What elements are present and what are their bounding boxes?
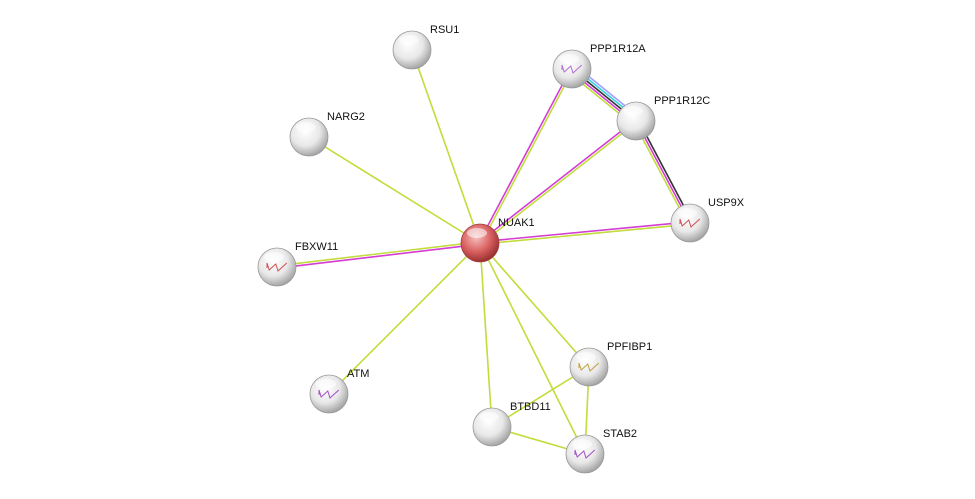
- edge-nuak1-rsu1[interactable]: [411, 49, 481, 244]
- edge-evidence-experiments: [478, 119, 636, 243]
- node-highlight: [572, 439, 592, 449]
- protein-structure-icon: [318, 389, 340, 399]
- node-btbd11[interactable]: BTBD11: [472, 401, 551, 447]
- node-rsu1[interactable]: RSU1: [392, 24, 459, 70]
- node-highlight: [559, 54, 579, 64]
- edge-nuak1-btbd11[interactable]: [479, 242, 493, 428]
- edge-nuak1-usp9x[interactable]: [479, 221, 691, 245]
- edge-evidence-textmining: [480, 121, 638, 245]
- node-highlight: [623, 106, 643, 116]
- node-label: ATM: [347, 368, 369, 380]
- edge-evidence-experiments: [478, 68, 572, 243]
- node-ppfibp1[interactable]: PPFIBP1: [569, 341, 652, 387]
- node-highlight: [296, 122, 316, 132]
- node-label: PPP1R12A: [590, 43, 646, 55]
- protein-structure-icon: [574, 449, 596, 459]
- edge-evidence-textmining: [479, 242, 586, 455]
- node-label: NARG2: [327, 111, 365, 123]
- node-label: FBXW11: [295, 241, 338, 253]
- node-label: NUAK1: [498, 217, 535, 229]
- node-usp9x[interactable]: USP9X: [670, 197, 745, 243]
- edge-evidence-experiments: [479, 221, 690, 243]
- node-label: STAB2: [603, 428, 637, 440]
- edge-evidence-textmining: [480, 69, 574, 244]
- edge-evidence-textmining: [411, 49, 481, 244]
- node-highlight: [264, 252, 284, 262]
- node-ppp1r12a[interactable]: PPP1R12A: [552, 43, 646, 89]
- node-highlight: [479, 412, 499, 422]
- edge-evidence-textmining: [276, 241, 480, 267]
- node-highlight: [576, 352, 596, 362]
- node-highlight: [316, 379, 336, 389]
- edge-evidence-textmining: [480, 223, 691, 245]
- edge-nuak1-ppfibp1[interactable]: [479, 242, 590, 368]
- edge-evidence-textmining: [479, 242, 590, 368]
- node-fbxw11[interactable]: FBXW11: [257, 241, 338, 287]
- edge-nuak1-fbxw11[interactable]: [276, 241, 481, 269]
- node-nuak1[interactable]: NUAK1: [460, 217, 535, 263]
- node-highlight: [677, 208, 697, 218]
- edge-evidence-textmining: [308, 136, 481, 244]
- node-highlight: [399, 35, 419, 45]
- protein-structure-icon: [266, 262, 288, 272]
- node-label: BTBD11: [510, 401, 551, 413]
- node-label: PPP1R12C: [654, 95, 710, 107]
- node-atm[interactable]: ATM: [309, 368, 369, 414]
- edge-evidence-experiments: [277, 243, 481, 269]
- node-narg2[interactable]: NARG2: [289, 111, 365, 157]
- node-label: RSU1: [430, 24, 459, 36]
- edge-nuak1-narg2[interactable]: [308, 136, 481, 244]
- edge-nuak1-ppp1r12c[interactable]: [478, 119, 638, 245]
- edge-evidence-textmining: [328, 242, 481, 395]
- edge-nuak1-ppp1r12a[interactable]: [478, 68, 574, 244]
- protein-structure-icon: [679, 218, 701, 228]
- node-label: PPFIBP1: [607, 341, 652, 353]
- protein-structure-icon: [561, 64, 583, 74]
- node-highlight: [467, 228, 487, 238]
- edge-evidence-textmining: [479, 242, 493, 428]
- node-stab2[interactable]: STAB2: [565, 428, 637, 474]
- node-label: USP9X: [708, 197, 745, 209]
- protein-structure-icon: [578, 362, 600, 372]
- node-ppp1r12c[interactable]: PPP1R12C: [616, 95, 710, 141]
- edge-nuak1-stab2[interactable]: [479, 242, 586, 455]
- edge-nuak1-atm[interactable]: [328, 242, 481, 395]
